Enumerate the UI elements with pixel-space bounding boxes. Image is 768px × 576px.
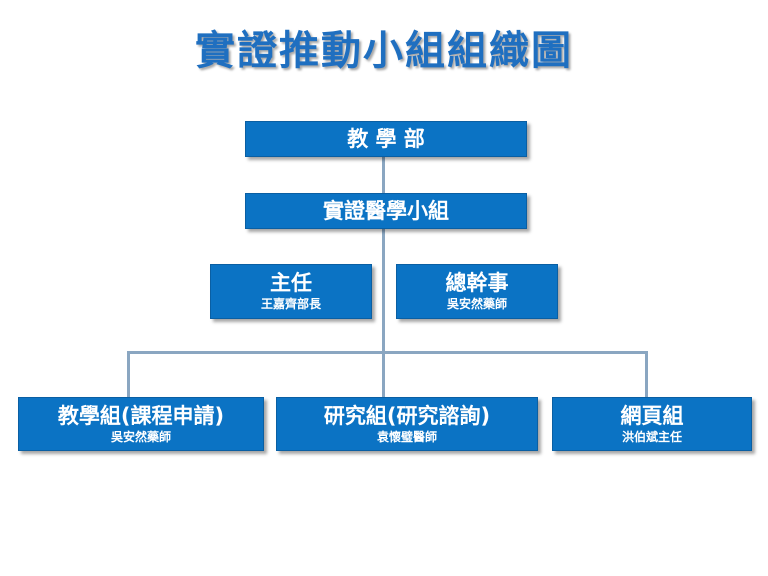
connector-research [382, 351, 385, 398]
node-director-person: 王嘉齊部長 [260, 297, 321, 312]
node-secretary-label: 總幹事 [445, 271, 509, 296]
node-dept: 教 學 部 [245, 121, 527, 157]
node-web-person: 洪伯斌主任 [621, 429, 682, 444]
node-teaching-label: 教學組(課程申請) [57, 403, 225, 428]
node-director: 主任 王嘉齊部長 [210, 264, 372, 319]
connector-web [645, 351, 648, 398]
node-research-label: 研究組(研究諮詢) [323, 403, 491, 428]
node-teaching-person: 吳安然藥師 [110, 429, 171, 444]
chart-title: 實證推動小組組織圖 [195, 28, 573, 74]
node-dept-label: 教 學 部 [347, 126, 425, 151]
node-teaching: 教學組(課程申請) 吳安然藥師 [18, 397, 264, 451]
node-secretary: 總幹事 吳安然藥師 [396, 264, 558, 319]
node-ebm-group: 實證醫學小組 [245, 193, 527, 229]
node-secretary-person: 吳安然藥師 [446, 297, 507, 312]
node-research: 研究組(研究諮詢) 袁懷璧醫師 [276, 397, 538, 451]
connector-trunk [382, 157, 385, 352]
connector-horizontal [127, 351, 647, 354]
node-director-label: 主任 [270, 271, 312, 296]
node-web: 網頁組 洪伯斌主任 [552, 397, 752, 451]
node-research-person: 袁懷璧醫師 [376, 429, 437, 444]
connector-teaching [127, 351, 130, 398]
node-ebm-group-label: 實證醫學小組 [323, 198, 449, 223]
node-web-label: 網頁組 [620, 403, 684, 428]
